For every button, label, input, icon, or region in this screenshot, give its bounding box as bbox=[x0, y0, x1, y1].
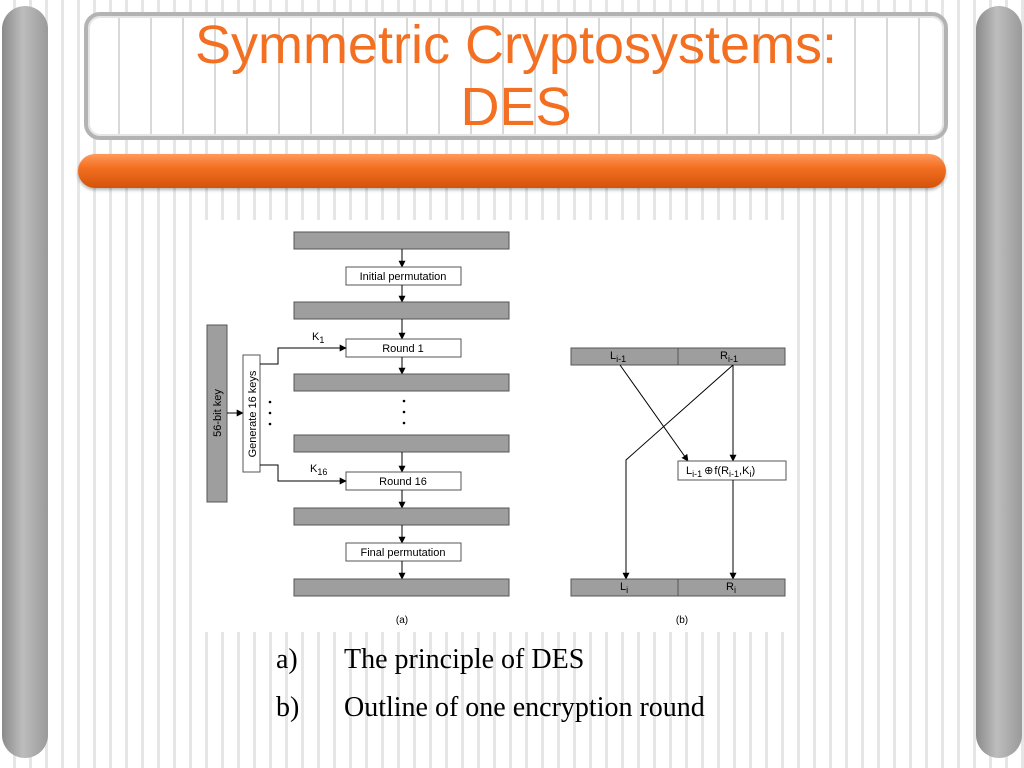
slide-title-line-1: Symmetric Cryptosystems: bbox=[194, 15, 838, 75]
generate-keys-label: Generate 16 keys bbox=[247, 370, 259, 457]
round-15-output-block bbox=[293, 434, 510, 453]
ellipsis-dot bbox=[268, 411, 272, 415]
round-16-output-block bbox=[293, 507, 510, 526]
ellipsis-dot bbox=[402, 421, 406, 425]
caption-marker: b) bbox=[276, 692, 300, 723]
title-frame bbox=[84, 12, 948, 140]
r-prev-block bbox=[677, 347, 786, 366]
caption-list: a) The principle of DES b) Outline of one … bbox=[276, 640, 705, 736]
caption-text: The principle of DES bbox=[344, 644, 585, 675]
right-decorative-pillar bbox=[976, 6, 1022, 758]
permuted-block bbox=[293, 301, 510, 320]
r-next-label: Ri bbox=[726, 581, 736, 595]
ellipsis-dot bbox=[268, 422, 272, 426]
des-round-diagram: Li-1 Ri-1 Li-1⊕f(Ri-1,Ki) Li Ri (b) bbox=[570, 347, 787, 626]
l-prev-label: Li-1 bbox=[610, 350, 626, 364]
output-block bbox=[293, 578, 510, 597]
input-block bbox=[293, 231, 510, 250]
key-label: 56-bit key bbox=[212, 389, 224, 437]
round-1-label: Round 1 bbox=[382, 343, 424, 355]
initial-permutation-box bbox=[345, 266, 462, 286]
k16-label: K16 bbox=[310, 463, 327, 477]
slide-title-line-2: DES bbox=[460, 77, 572, 137]
r-prev-to-l-next-arrow bbox=[622, 364, 734, 580]
caption-item-b: b) Outline of one encryption round bbox=[276, 688, 705, 736]
left-decorative-pillar bbox=[2, 6, 48, 758]
caption-b: (b) bbox=[676, 615, 688, 626]
k1-label: K1 bbox=[312, 331, 324, 345]
title-underline-bar bbox=[78, 154, 946, 188]
l-prev-to-function-arrow bbox=[619, 364, 689, 462]
des-principle-diagram: Initial permutation Round 1 Round 16 Fin… bbox=[206, 231, 510, 626]
caption-marker: a) bbox=[276, 644, 298, 675]
caption-item-a: a) The principle of DES bbox=[276, 640, 705, 688]
caption-text: Outline of one encryption round bbox=[344, 692, 705, 723]
round-16-label: Round 16 bbox=[379, 476, 427, 488]
slide-title: Symmetric Cryptosystems: DES bbox=[84, 14, 948, 138]
r-prev-label: Ri-1 bbox=[720, 350, 738, 364]
round-1-output-block bbox=[293, 373, 510, 392]
r-next-block bbox=[677, 578, 786, 597]
generate-keys-box bbox=[242, 354, 261, 473]
final-permutation-label: Final permutation bbox=[361, 547, 446, 559]
round-function-box bbox=[677, 460, 787, 481]
k1-arrow bbox=[260, 344, 347, 365]
caption-a: (a) bbox=[396, 615, 408, 626]
l-next-label: Li bbox=[620, 581, 628, 595]
k16-arrow bbox=[260, 464, 347, 485]
final-permutation-box bbox=[345, 542, 462, 562]
ellipsis-dot bbox=[402, 399, 406, 403]
ellipsis-dot bbox=[402, 410, 406, 414]
round-function-label: Li-1⊕f(Ri-1,Ki) bbox=[686, 465, 755, 479]
initial-permutation-label: Initial permutation bbox=[360, 271, 447, 283]
ellipsis-dot bbox=[268, 400, 272, 404]
des-figure: Initial permutation Round 1 Round 16 Fin… bbox=[196, 220, 794, 632]
